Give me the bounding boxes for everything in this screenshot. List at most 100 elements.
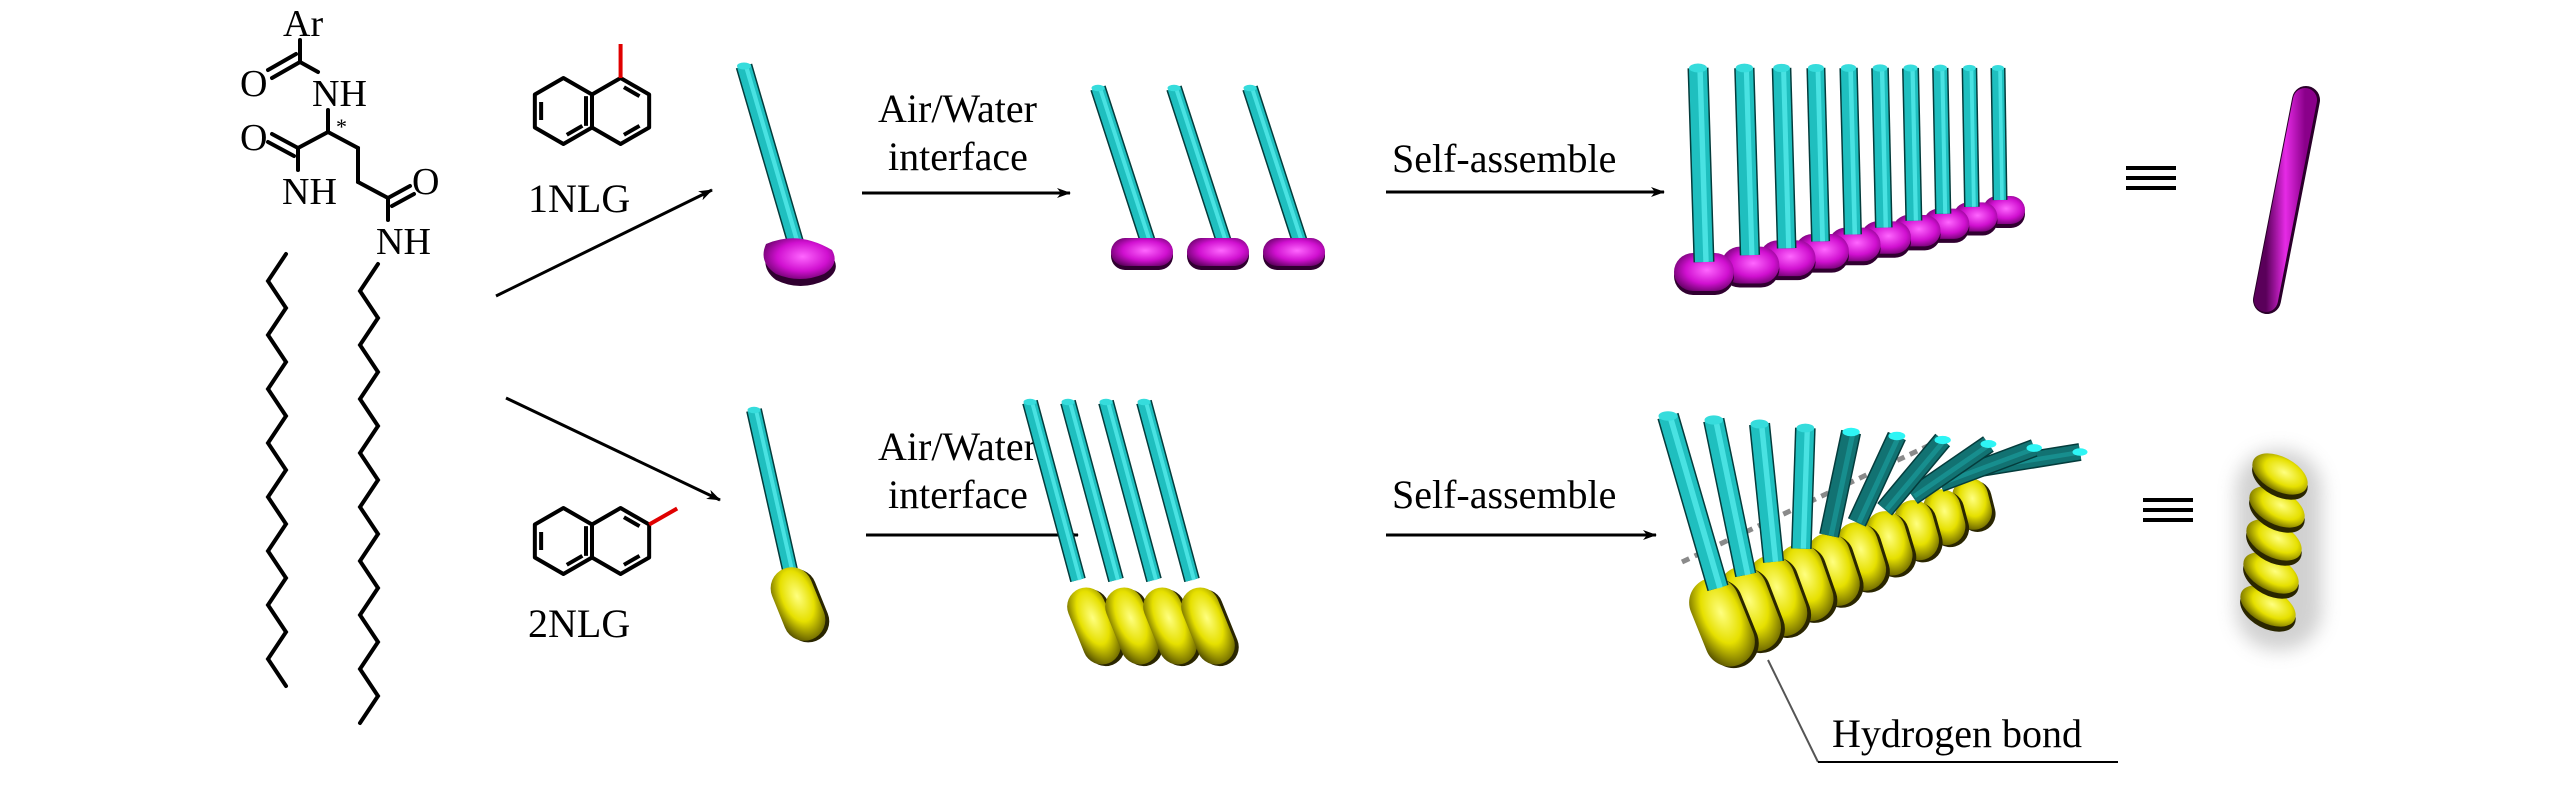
tail-highlight (754, 409, 794, 571)
naphthyl-head-yellow (1105, 587, 1163, 667)
tail-end-cap (1888, 431, 1906, 441)
straight-rod-1nlg (2253, 86, 2320, 314)
tail-highlight (1106, 401, 1158, 581)
aromatic-bond (622, 124, 641, 137)
tail-end-cap (1137, 398, 1151, 406)
atom-ar: Ar (283, 3, 323, 45)
tail-highlight (1828, 431, 1856, 537)
bond (356, 180, 390, 200)
tail-end-cap (1933, 64, 1947, 72)
ring (590, 506, 652, 576)
tail-end-cap (1796, 423, 1815, 433)
tail-end-cap (1243, 84, 1257, 92)
equivalence-symbol-1nlg (2126, 166, 2176, 190)
tail-end-cap (1704, 415, 1724, 425)
substituent-bond (648, 506, 679, 527)
alkyl-chain-right (357, 262, 381, 725)
tail-end-cap (1091, 84, 1105, 92)
tail-highlight (1940, 67, 1948, 214)
atom-nh-amide: NH (312, 73, 367, 115)
tail-end-cap (1842, 427, 1860, 437)
tail-highlight (1781, 67, 1792, 249)
naphthyl-head-yellow (770, 567, 830, 643)
aromatic-bond (622, 554, 641, 567)
tail-end-cap (1903, 64, 1918, 72)
tail-end-cap (1061, 398, 1075, 406)
aromatic-bond (565, 554, 584, 567)
step1-label-line1-1nlg: Air/Water (878, 86, 1037, 131)
step2-label-1nlg: Self-assemble (1392, 136, 1616, 181)
tail-highlight (1815, 67, 1825, 242)
naphthyl-head-magenta (1263, 238, 1325, 266)
bond (298, 60, 320, 74)
tail-end-cap (1992, 65, 2004, 71)
tail-highlight (1998, 67, 2004, 201)
naphthyl-head-yellow (1067, 587, 1125, 667)
tail-end-cap (1963, 64, 1976, 72)
equivalence-symbol-2nlg (2143, 498, 2193, 522)
alkyl-tail (1963, 67, 1979, 208)
atom-o-gamma: O (412, 161, 439, 203)
helix-turn (2252, 453, 2308, 495)
tail-end-cap (1807, 64, 1824, 72)
head-body (770, 567, 826, 641)
tail-highlight (1743, 67, 1755, 256)
tail-highlight (1174, 87, 1228, 243)
step1-label-line1-2nlg: Air/Water (878, 424, 1037, 469)
ring (532, 76, 594, 146)
helix-2nlg (2236, 450, 2322, 650)
tail-end-cap (1658, 411, 1678, 421)
tail-highlight (1910, 67, 1918, 221)
tail-end-cap (2072, 448, 2088, 456)
naphthyl-head-magenta (1674, 253, 1734, 291)
tail-end-cap (2026, 444, 2042, 452)
branch-arrow-1nlg (495, 188, 713, 298)
tail-end-cap (1934, 435, 1951, 445)
tail-end-cap (737, 62, 751, 70)
atom-nh-gamma: NH (376, 221, 431, 263)
tail-end-cap (1735, 63, 1754, 73)
tail-end-cap (1750, 419, 1769, 429)
tail-end-cap (1167, 84, 1181, 92)
aromatic-bond (565, 124, 584, 137)
tail-end-cap (1023, 398, 1037, 406)
assembly-2nlg (1657, 411, 2088, 669)
hydrogen-bond-label: Hydrogen bond (1832, 711, 2082, 756)
naphthyl-head-yellow (1181, 587, 1239, 667)
tail-highlight (1697, 67, 1709, 263)
tail-highlight (1848, 67, 1858, 235)
molecule-atom-labels: Ar O NH * O NH O NH (240, 3, 439, 263)
tail-end-cap (1980, 440, 1997, 448)
alkyl-tail (1992, 67, 2006, 201)
bond (326, 130, 360, 150)
naphthalene-1-substituted-icon (532, 44, 652, 146)
tail-highlight (743, 65, 801, 245)
tail-highlight (1879, 67, 1889, 228)
naphthalene-2-substituted-icon (532, 506, 679, 576)
step1-label-line2-1nlg: interface (888, 134, 1028, 179)
naphthyl-head-yellow (1143, 587, 1201, 667)
tail-end-cap (747, 406, 761, 414)
tail-highlight (1969, 67, 1976, 207)
head-body (1181, 587, 1235, 665)
tail-end-cap (1099, 398, 1113, 406)
tail-highlight (1713, 419, 1751, 576)
atom-o-alpha: O (240, 117, 267, 159)
assembly-1nlg (1674, 63, 2025, 295)
naphthyl-head-magenta (763, 238, 835, 279)
tail-highlight (1941, 445, 2038, 486)
head-body (1067, 587, 1121, 665)
callout-leader-line (1767, 659, 1819, 763)
bond (296, 130, 330, 150)
aromatic-bond (622, 515, 641, 528)
tail-highlight (1800, 427, 1810, 549)
compound-label-1nlg: 1NLG (528, 176, 630, 221)
double-bond (266, 52, 298, 72)
double-bond (266, 140, 296, 158)
tail-end-cap (1689, 63, 1707, 73)
tail-highlight (1884, 438, 1947, 511)
tail-highlight (1856, 434, 1902, 524)
tail-highlight (1144, 401, 1196, 581)
aromatic-bond (622, 85, 641, 98)
alkyl-tail (747, 408, 797, 572)
